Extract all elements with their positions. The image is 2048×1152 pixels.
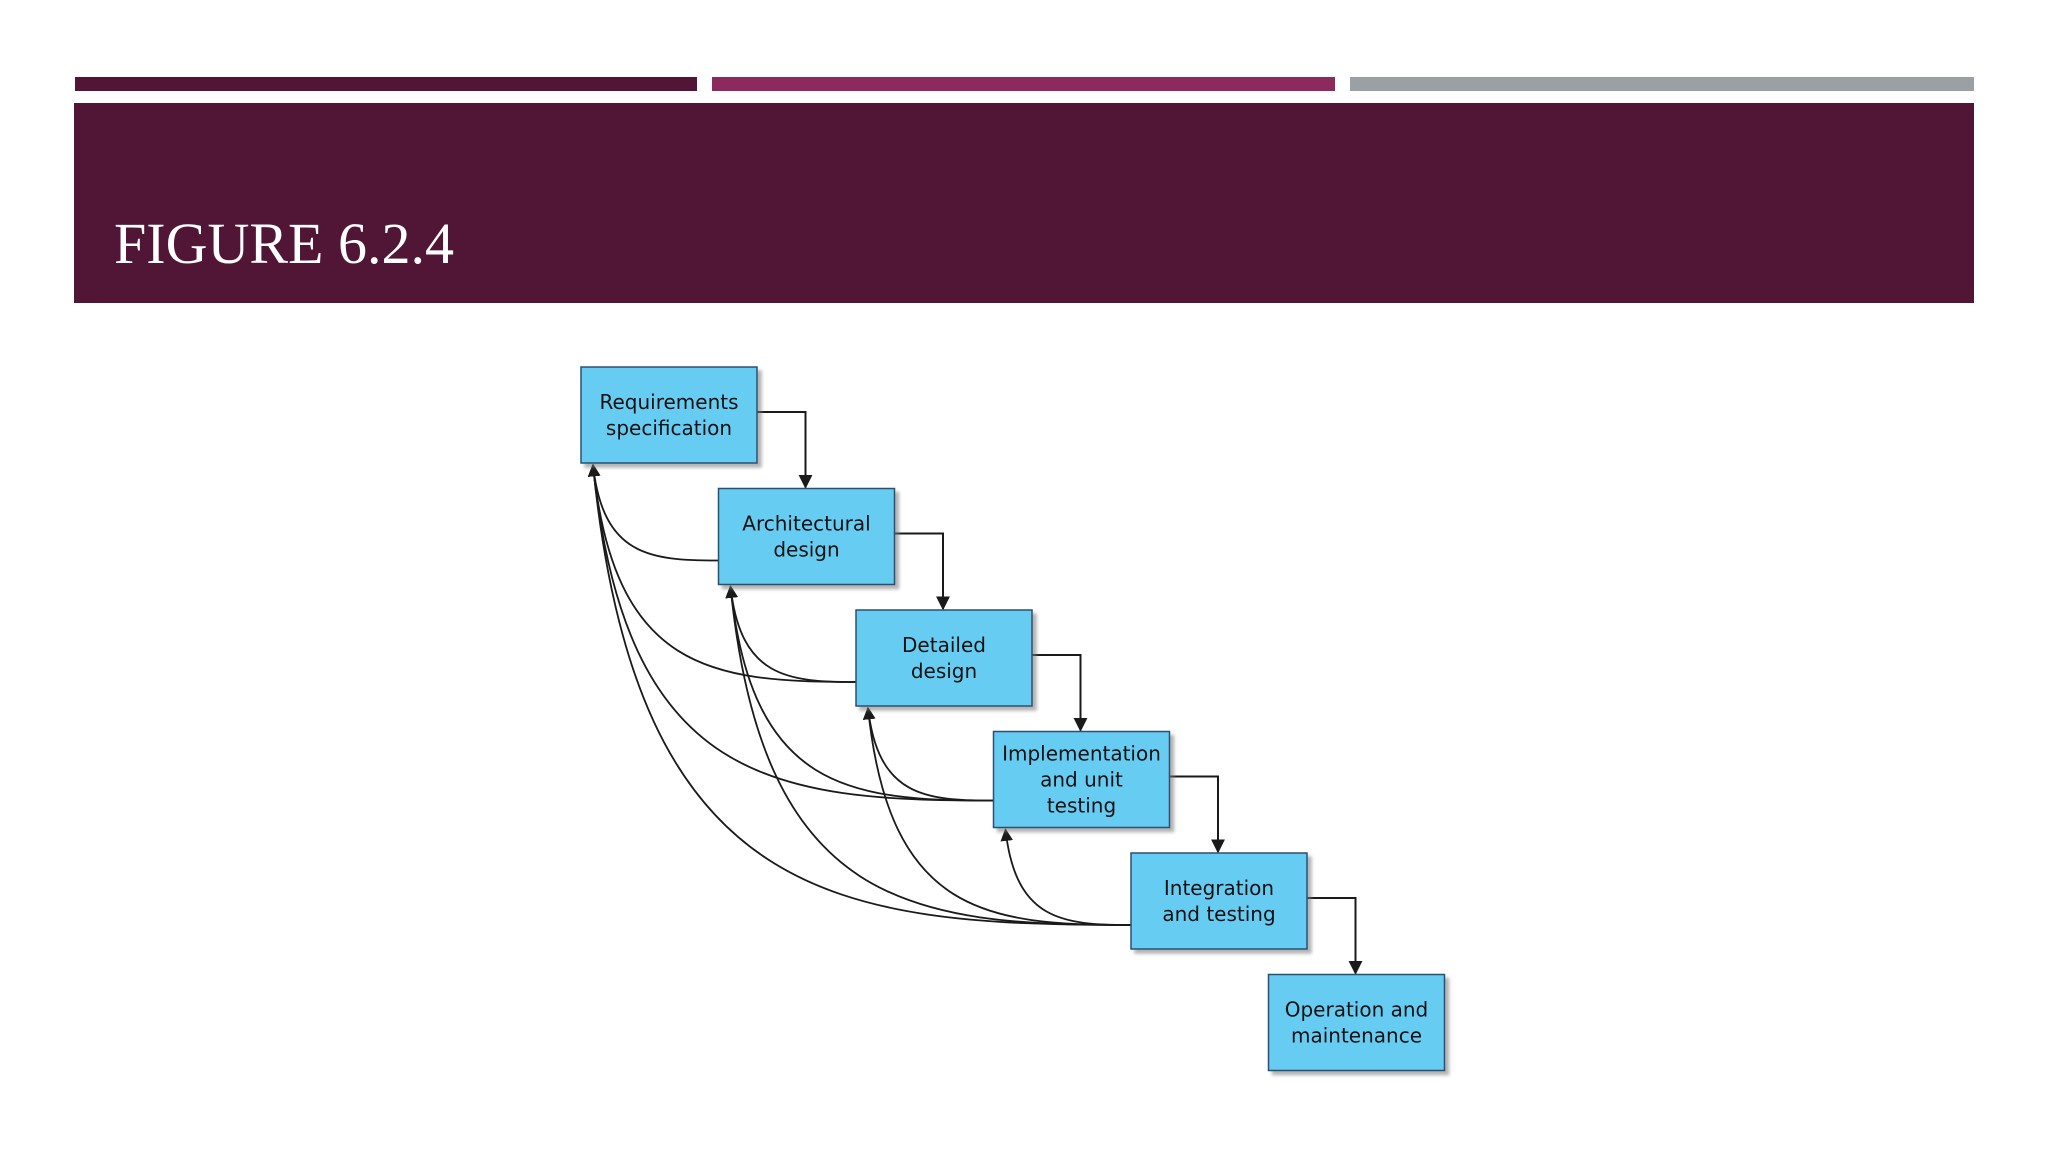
stage-box-rect [1130,852,1308,950]
forward-arrow [1032,654,1088,732]
feedback-arrow [725,585,857,683]
stage-label: design [911,659,977,683]
stage-label: design [773,538,839,562]
stage-label: Architectural [742,512,870,536]
feedback-arrow [862,706,1132,926]
feedback-arrow [725,585,994,802]
accent-bar-dark [75,77,697,91]
stage-box-rect [717,487,896,586]
feedback-arrow [725,585,1132,926]
forward-arrow [1169,775,1225,854]
stage-label: Requirements [599,390,738,414]
accent-bar-magenta [712,77,1335,91]
stage-box-rect [992,730,1171,829]
stage-label: maintenance [1291,1024,1422,1048]
stage-label: specification [606,416,732,440]
feedback-arrow [587,463,1132,926]
forward-arrow [757,411,813,489]
stage-box-rect [580,366,758,464]
forward-arrows [757,411,1363,975]
feedback-arrow [587,463,994,802]
stage-label: Detailed [902,633,986,657]
stage-label: and testing [1162,902,1275,926]
stage-label: testing [1047,794,1116,818]
forward-arrow [894,532,950,611]
stage-label: Operation and [1285,998,1429,1022]
slide-title: FIGURE 6.2.4 [114,211,454,276]
stage-box-rect [855,609,1033,707]
title-band: FIGURE 6.2.4 [74,103,1974,303]
feedback-arrows [587,463,1132,926]
feedback-arrow [587,463,857,683]
stage-box-rect [1267,973,1446,1072]
forward-arrow [1307,897,1363,975]
stage-label: Implementation [1002,742,1161,766]
stage-label: Integration [1164,876,1274,900]
accent-bar-gray [1350,77,1974,91]
feedback-arrow [863,706,994,802]
feedback-arrow [587,463,719,562]
feedback-arrow [1000,828,1132,926]
stage-label: and unit [1040,768,1123,792]
stage-boxes: RequirementsspecificationArchitecturalde… [580,366,1446,1072]
